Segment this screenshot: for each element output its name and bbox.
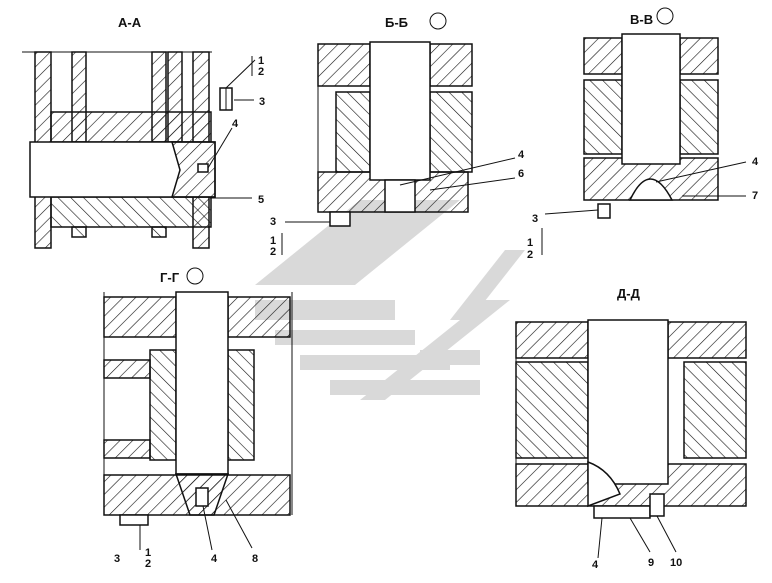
section-view-aa: А-А 1 2 3 4 5 [22, 15, 265, 249]
section-title-gg: Г-Г [160, 270, 180, 285]
section-view-dd: Д-Д 4 9 10 [515, 286, 747, 571]
callout-bb-3: 3 [270, 216, 276, 228]
callout-dd-10: 10 [670, 557, 682, 569]
circle-arrow-icon [656, 7, 674, 25]
callout-vv-1: 1 [527, 237, 533, 249]
callout-gg-8: 8 [252, 553, 258, 565]
callout-gg-2: 2 [145, 558, 151, 570]
callout-bb-6: 6 [518, 168, 524, 180]
callout-vv-7: 7 [752, 190, 758, 202]
callout-bb-2: 2 [270, 246, 276, 258]
section-view-bb: Б-Б 4 6 3 1 2 [270, 12, 525, 258]
callout-aa-1: 1 [258, 55, 264, 67]
circle-arrow-icon [186, 267, 204, 285]
callout-vv-3: 3 [532, 213, 538, 225]
callout-vv-4: 4 [752, 156, 759, 168]
callout-vv-2: 2 [527, 249, 533, 261]
callout-gg-3: 3 [114, 553, 120, 565]
section-title-aa: А-А [118, 15, 142, 30]
callout-gg-4: 4 [211, 553, 218, 565]
circle-arrow-icon [429, 12, 447, 30]
callout-dd-9: 9 [648, 557, 654, 569]
callout-bb-1: 1 [270, 235, 276, 247]
section-view-vv: В-В 4 7 3 1 2 [527, 7, 759, 261]
callout-dd-4: 4 [592, 559, 599, 571]
callout-gg-1: 1 [145, 547, 151, 559]
callout-aa-2: 2 [258, 66, 264, 78]
section-title-vv: В-В [630, 12, 653, 27]
callout-bb-4: 4 [518, 149, 525, 161]
callout-aa-3: 3 [259, 96, 265, 108]
section-title-dd: Д-Д [617, 286, 641, 301]
callout-aa-5: 5 [258, 194, 264, 206]
callout-aa-4: 4 [232, 118, 239, 130]
section-view-gg: Г-Г 3 1 2 4 8 [103, 267, 293, 570]
chevron-logo-icon [255, 200, 525, 400]
section-title-bb: Б-Б [385, 15, 408, 30]
